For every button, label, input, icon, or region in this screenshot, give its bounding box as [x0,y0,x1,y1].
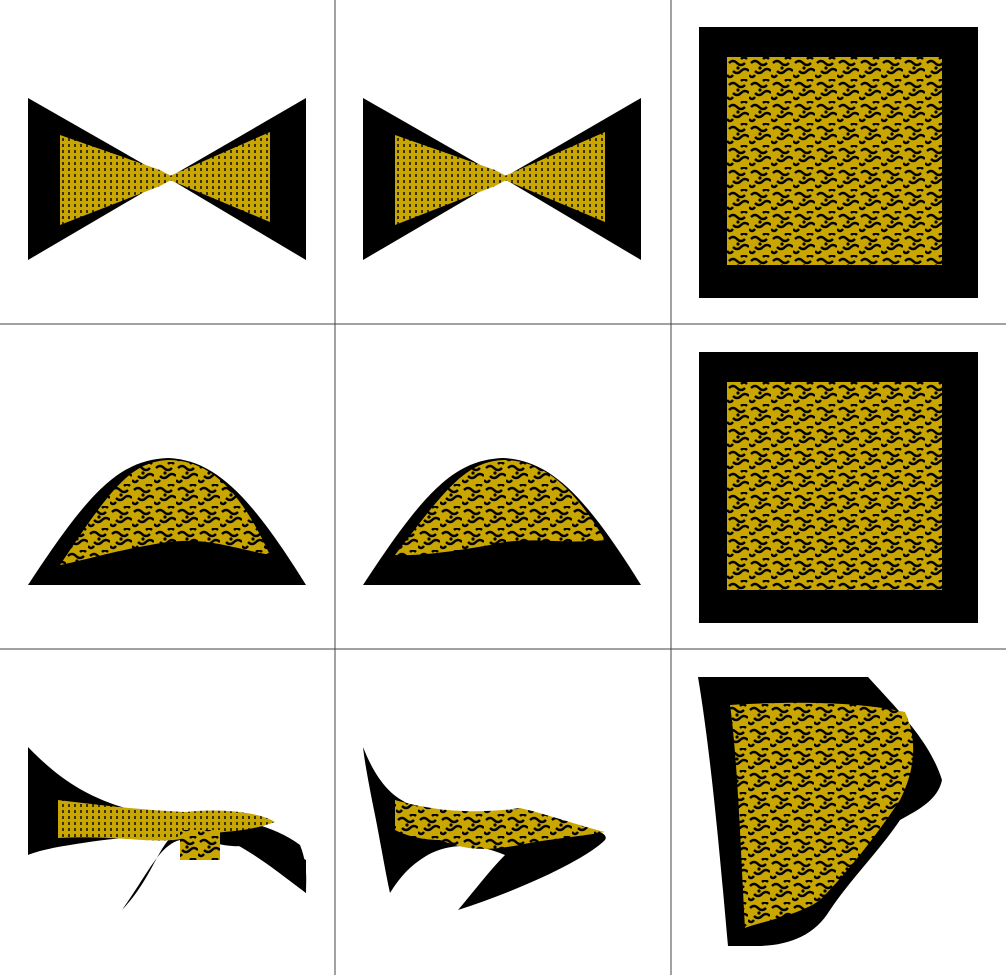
panel-2-1-dome [28,458,306,585]
panel-3-1-twisted-saddle [28,747,307,910]
lattice-right [500,132,605,222]
panel-3-2-curled-saddle [363,747,606,910]
panel-2-2-dome [363,458,641,585]
panel-1-3-square [699,27,978,298]
lattice-left [395,135,510,225]
lattice-tail [180,830,220,860]
panel-2-3-square [699,352,978,623]
panel-1-2-bowtie [363,98,641,260]
lattice-square [727,57,942,265]
lattice-square [727,382,942,590]
lattice-left [60,135,175,225]
lattice-right [165,132,270,222]
panel-3-3-warped-quad [698,677,942,946]
panel-1-1-bowtie [28,98,306,260]
saddle-flap [200,830,306,893]
